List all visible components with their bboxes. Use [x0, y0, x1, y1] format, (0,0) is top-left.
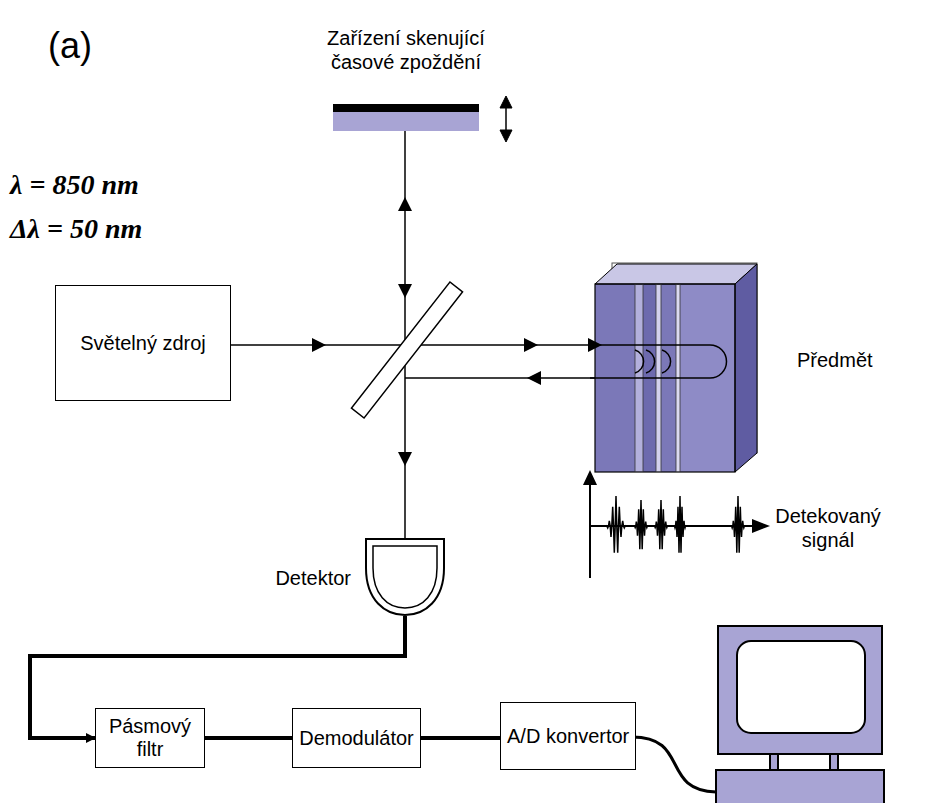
demodulator-box: Demodulátor — [292, 708, 421, 768]
mirror-shape — [333, 104, 479, 131]
panel-letter: (a) — [48, 24, 92, 67]
bandpass-filter-box: Pásmový filtr — [95, 708, 205, 768]
part-label: Detektor — [275, 566, 351, 590]
box-label: Světelný zdroj — [80, 332, 206, 355]
bandwidth: Δλ = 50 nm — [10, 212, 142, 246]
beam-splitter — [351, 282, 462, 418]
sample-object: Předmět — [590, 262, 762, 474]
light-source-box: Světelný zdroj — [55, 285, 231, 401]
part-label: Zařízení skenující časové zpoždění — [293, 26, 519, 74]
wavelength: λ = 850 nm — [10, 168, 139, 202]
signal-wire — [205, 736, 292, 740]
delay-mirror: Zařízení skenující časové zpoždění — [333, 104, 479, 131]
light-beam — [404, 130, 406, 540]
adc-box: A/D konvertor — [500, 702, 636, 770]
signal-wire — [421, 736, 500, 740]
beam-arrows — [312, 197, 541, 466]
computer — [632, 626, 884, 803]
box-label: A/D konvertor — [507, 725, 629, 748]
box-label: Pásmový filtr — [96, 715, 204, 761]
part-label: Předmět — [797, 348, 873, 372]
signal-plot — [583, 470, 770, 578]
signal-label: Detekovaný signál — [768, 504, 888, 552]
object-shape — [590, 262, 762, 474]
box-label: Demodulátor — [299, 727, 414, 750]
scan-arrow — [500, 96, 512, 142]
detector-shape — [365, 538, 445, 616]
light-beam — [405, 377, 600, 379]
detector: Detektor — [365, 538, 445, 616]
